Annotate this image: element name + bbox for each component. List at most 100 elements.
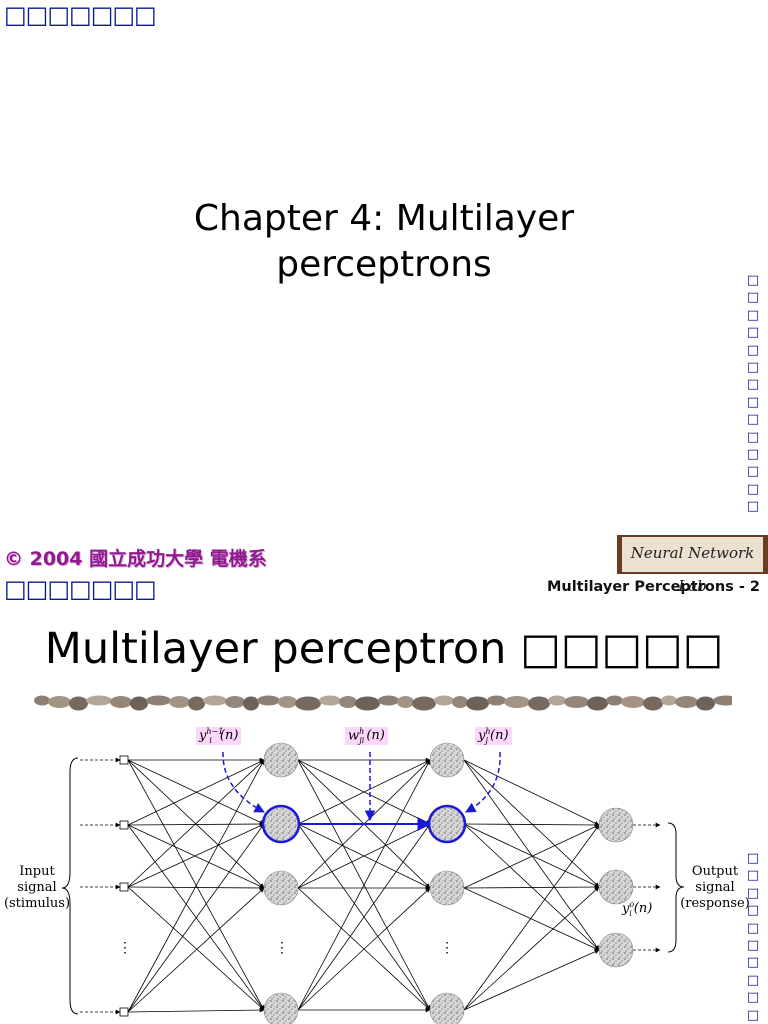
side-glyph-column-2: □ □ □ □ □ □ □ □ □ □ (746, 851, 760, 1023)
chapter-title-line-1: Chapter 4: Multilayer (193, 198, 575, 239)
chapter-title: Chapter 4: Multilayer perceptrons (0, 196, 768, 288)
connection-input-hidden1 (127, 886, 265, 1011)
connection-input-hidden1 (127, 759, 265, 888)
chapter-title-line-2: perceptrons (276, 244, 492, 285)
pebble (452, 696, 468, 708)
connection-input-hidden1 (127, 1007, 265, 1013)
slide-header-glyphs: □□□□□□□ (4, 1, 157, 29)
pebble (548, 695, 566, 706)
pebble (504, 696, 530, 708)
pebble (378, 695, 399, 706)
pebble (339, 696, 357, 708)
connection-hidden2-output (463, 886, 600, 1011)
pebble (713, 695, 732, 706)
side-glyph-column: □ □ □ □ □ □ □ □ □ □ □ □ □ □ □ (746, 273, 760, 512)
pointer-prev-output (222, 751, 265, 813)
connection-input-hidden1 (127, 759, 265, 826)
connection-hidden2-output (463, 822, 600, 828)
connection-input-hidden1 (127, 885, 265, 891)
connection-hidden1-hidden2 (297, 887, 431, 1011)
highlighted-neuron-i (261, 804, 301, 844)
connection-hidden2-output (463, 759, 600, 888)
connection-hidden2-output (463, 824, 600, 1011)
connection-input-hidden1 (127, 759, 265, 1011)
input-brace (61, 757, 79, 1015)
pebble (397, 696, 414, 708)
pebble (564, 696, 589, 708)
connection-input-hidden1 (127, 823, 265, 888)
neural-network-lab-logo: Neural Network Lab (617, 535, 768, 595)
connection-hidden2-output (463, 759, 600, 951)
pebble (487, 695, 506, 706)
neuron (263, 742, 299, 778)
pebble (606, 695, 623, 706)
connection-hidden2-output (463, 887, 600, 951)
connection-hidden2-output (463, 823, 600, 951)
pebble (225, 696, 245, 708)
pebble (295, 696, 321, 711)
connection-hidden1-hidden2 (297, 759, 431, 825)
pebble (466, 696, 489, 711)
connection-input-hidden1 (127, 759, 265, 825)
copyright-text: © 2004 國立成功大學 電機系 (4, 548, 267, 570)
neuron (598, 869, 634, 905)
input-node (119, 755, 129, 765)
connection-hidden2-output (463, 949, 600, 1011)
lab-logo-text: Neural Network Lab (630, 544, 755, 595)
pebble (146, 695, 171, 706)
pebble (528, 696, 550, 711)
connection-hidden1-hidden2 (297, 823, 431, 889)
connection-hidden2-output (463, 823, 600, 888)
slide-title: Multilayer perceptron □□□□□ (44, 624, 724, 674)
connection-hidden1-hidden2 (297, 823, 431, 1011)
slide-header-glyphs-2: □□□□□□□ (4, 575, 157, 603)
connection-input-hidden1 (127, 887, 265, 1013)
slide-1: □□□□□□□ Chapter 4: Multilayer perceptron… (0, 1, 768, 512)
neurons (119, 742, 634, 1024)
input-node (119, 820, 129, 830)
connection-input-hidden1 (127, 759, 265, 1013)
neuron (429, 992, 465, 1024)
output-brace (667, 822, 685, 953)
neuron (598, 807, 634, 843)
pebble (643, 696, 663, 711)
pebble (319, 695, 341, 706)
connection-hidden1-hidden2 (297, 759, 431, 1011)
connection-input-hidden1 (127, 821, 265, 827)
pointer-curr-output (465, 751, 501, 813)
connection-input-hidden1 (127, 824, 265, 889)
pebble (69, 696, 88, 711)
highlighted-neuron-j (427, 804, 467, 844)
connection-input-hidden1 (127, 823, 265, 1013)
pebble (621, 696, 645, 708)
pebble (203, 695, 227, 706)
connection-hidden2-output (463, 824, 600, 889)
pebble (243, 696, 259, 711)
neuron (598, 932, 634, 968)
connection-hidden2-output (463, 759, 600, 826)
pebble (434, 695, 454, 706)
pebble (412, 696, 436, 711)
pebble (188, 696, 205, 711)
neuron (263, 992, 299, 1024)
input-node (119, 882, 129, 892)
synaptic-connections (61, 757, 685, 1015)
neuron (429, 870, 465, 906)
slide-number: Multilayer Perceptrons - 2 (546, 579, 760, 595)
pebble (257, 695, 280, 706)
mlp-diagram (61, 742, 685, 1024)
connection-hidden2-output (463, 884, 600, 890)
neuron (263, 870, 299, 906)
pebble (169, 696, 190, 708)
pebble-divider (34, 695, 732, 711)
pebble (34, 695, 50, 706)
pebble (587, 696, 608, 711)
pebble (48, 696, 71, 708)
pebble (130, 696, 148, 711)
input-node (119, 1007, 129, 1017)
pebble (696, 696, 715, 711)
pebble (278, 696, 297, 708)
pebble (86, 695, 112, 706)
neuron (429, 742, 465, 778)
pebble (110, 696, 132, 708)
